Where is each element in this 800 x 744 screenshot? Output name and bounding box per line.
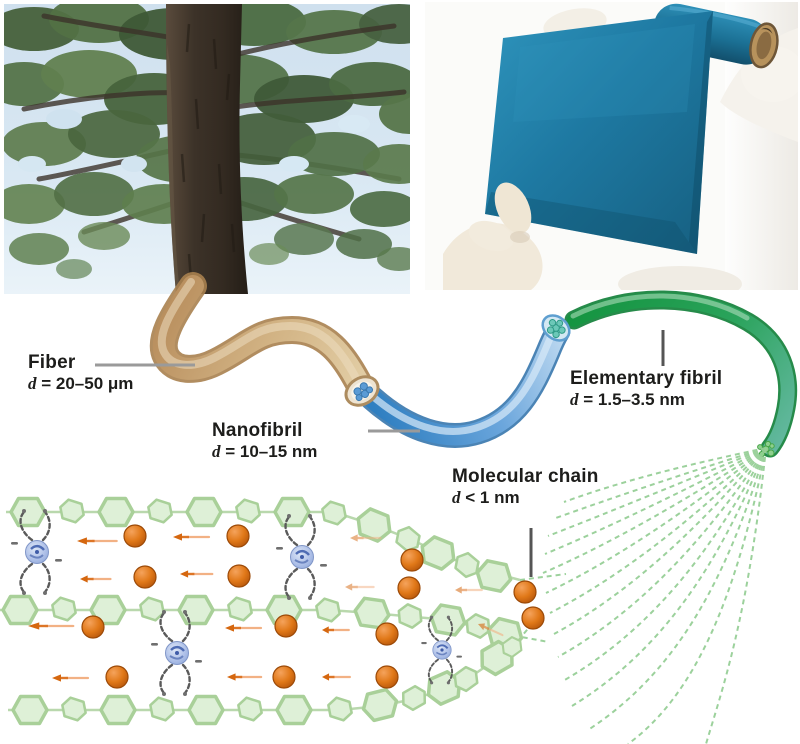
tree-trunk — [166, 4, 248, 294]
tree-photo — [4, 4, 410, 294]
elementary-fibril-label-dimension: d = 1.5–3.5 nm — [570, 390, 685, 410]
chain3-backbone — [8, 646, 513, 712]
ion-arrows — [26, 532, 505, 683]
fiber-cross-section — [344, 375, 380, 407]
crosslinkers — [9, 507, 463, 698]
fibril-tip-cluster — [757, 440, 775, 458]
left-hand-glove — [443, 182, 543, 290]
fiber-ribbon — [149, 272, 372, 396]
fiber-label-title: Fiber — [28, 352, 76, 373]
bottom-glove-hint — [618, 266, 742, 290]
nanofibril-label: Nanofibril d = 10–15 nm — [212, 419, 317, 463]
molecular-lattice — [0, 496, 545, 726]
fiber-label: Fiber d = 20–50 μm — [28, 351, 133, 395]
chain1-backbone — [6, 510, 521, 582]
molecular-chain-label-title: Molecular chain — [452, 466, 599, 487]
ions — [81, 524, 545, 689]
tree-photo-art — [4, 4, 410, 294]
chain-units — [1, 496, 527, 726]
molecular-chain-label-dimension: d < 1 nm — [452, 488, 520, 508]
elementary-fibril-label: Elementary fibril d = 1.5–3.5 nm — [570, 367, 722, 411]
chain2-backbone — [0, 608, 506, 636]
elementary-fibril-label-title: Elementary fibril — [570, 368, 723, 389]
membrane-sheet — [485, 11, 713, 254]
nanofibril-cross-section — [541, 314, 571, 342]
nanofibril-label-dimension: d = 10–15 nm — [212, 442, 318, 462]
nanofibril-label-title: Nanofibril — [212, 420, 303, 441]
fiber-label-dimension: d = 20–50 μm — [28, 374, 134, 394]
membrane-photo-art — [425, 2, 798, 290]
membrane-photo — [425, 2, 798, 290]
molecular-chain-label: Molecular chain d < 1 nm — [452, 465, 599, 509]
sky-gaps — [18, 51, 370, 172]
nanofibril-ribbon — [359, 318, 571, 448]
